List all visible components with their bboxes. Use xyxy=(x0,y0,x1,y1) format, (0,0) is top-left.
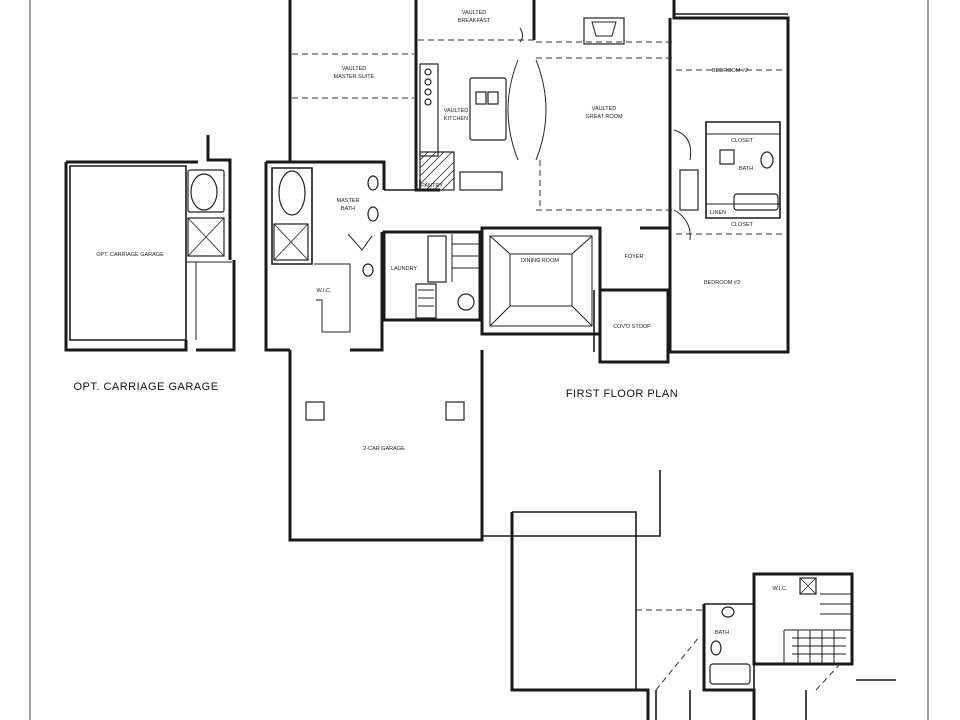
toilet-icon xyxy=(760,151,774,169)
bathtub-icon xyxy=(733,193,779,211)
dining-ceiling xyxy=(489,235,593,327)
vaulted-kitchen-label-2: KITCHEN xyxy=(444,116,468,122)
vaulted-great-room-label-1: VAULTED xyxy=(592,106,617,112)
master-shower-icon xyxy=(273,223,309,261)
master-bath-label-1: MASTER xyxy=(337,198,360,204)
vaulted-kitchen-label-1: VAULTED xyxy=(444,108,469,114)
vaulted-great-room-label-2: GREAT ROOM xyxy=(585,114,622,120)
closet-1-label: CLOSET xyxy=(731,138,754,144)
sink-icon xyxy=(719,149,735,165)
great-room-opening-arc xyxy=(535,59,547,161)
laundry-fixtures xyxy=(415,234,480,319)
dining-room-label: DINING ROOM xyxy=(521,258,559,264)
master-sink-1-icon xyxy=(367,175,379,191)
laundry-cabinet xyxy=(415,283,437,319)
garage-post-right xyxy=(445,401,465,421)
tub-basin-icon xyxy=(190,173,218,211)
bedroom-wing xyxy=(673,121,781,241)
upper-toilet-icon xyxy=(710,640,722,656)
opt-carriage-garage-title: OPT. CARRIAGE GARAGE xyxy=(73,381,218,393)
covd-stoop-label: COV'D STOOP xyxy=(613,324,651,330)
room-labels: VAULTED BREAKFAST VAULTED MASTER SUITE V… xyxy=(317,10,788,636)
fireplace-icon xyxy=(583,17,625,45)
tub-icon xyxy=(187,169,225,213)
main-house-walls xyxy=(264,0,790,542)
bedroom-3-label: BEDROOM #3 xyxy=(704,280,740,286)
first-floor-plan-title: FIRST FLOOR PLAN xyxy=(566,388,678,400)
pantry-label: PANTRY xyxy=(421,183,443,189)
master-bath-label-2: BATH xyxy=(341,206,355,212)
two-car-garage-label: 2-CAR GARAGE xyxy=(363,446,405,452)
upper-sink-icon xyxy=(721,606,735,618)
bath-1-label: BATH xyxy=(739,166,753,172)
master-sink-2-icon xyxy=(367,206,379,222)
master-bath-fixtures xyxy=(273,170,379,333)
master-toilet-icon xyxy=(362,263,374,277)
upper-bath-label: BATH xyxy=(715,630,729,636)
second-floor-partial xyxy=(510,511,896,720)
kitchen-opening-arc xyxy=(507,59,519,161)
vaulted-breakfast-label-1: VAULTED xyxy=(462,10,487,16)
opt-carriage-garage: OPT. CARRIAGE GARAGE xyxy=(64,135,236,352)
laundry-label: LAUNDRY xyxy=(391,266,418,272)
kitchen-island xyxy=(469,77,507,141)
bedroom-2-label: BEDROOM #2 xyxy=(712,68,748,74)
closet-2-label: CLOSET xyxy=(731,222,754,228)
water-heater-icon xyxy=(457,293,475,311)
kitchen-fixtures xyxy=(419,27,523,191)
vaulted-master-suite-label-1: VAULTED xyxy=(342,66,367,72)
upper-wic-label: W.I.C. xyxy=(773,586,788,592)
linen-label: LINEN xyxy=(710,210,726,216)
vaulted-master-suite-label-2: MASTER SUITE xyxy=(334,74,375,80)
washer-icon xyxy=(427,235,447,283)
master-wic-label: W.I.C. xyxy=(317,288,332,294)
upper-tub-icon xyxy=(709,663,751,685)
pantry-box xyxy=(419,151,455,191)
foyer-label: FOYER xyxy=(625,254,644,260)
vaulted-breakfast-label-2: BREAKFAST xyxy=(458,18,491,24)
garage-post-left xyxy=(305,401,325,421)
shower-icon xyxy=(187,217,225,257)
hall-closet xyxy=(679,169,699,211)
vault-lines xyxy=(292,39,786,235)
opt-carriage-garage-room-label: OPT. CARRIAGE GARAGE xyxy=(96,252,164,258)
master-tub-icon xyxy=(278,170,306,216)
